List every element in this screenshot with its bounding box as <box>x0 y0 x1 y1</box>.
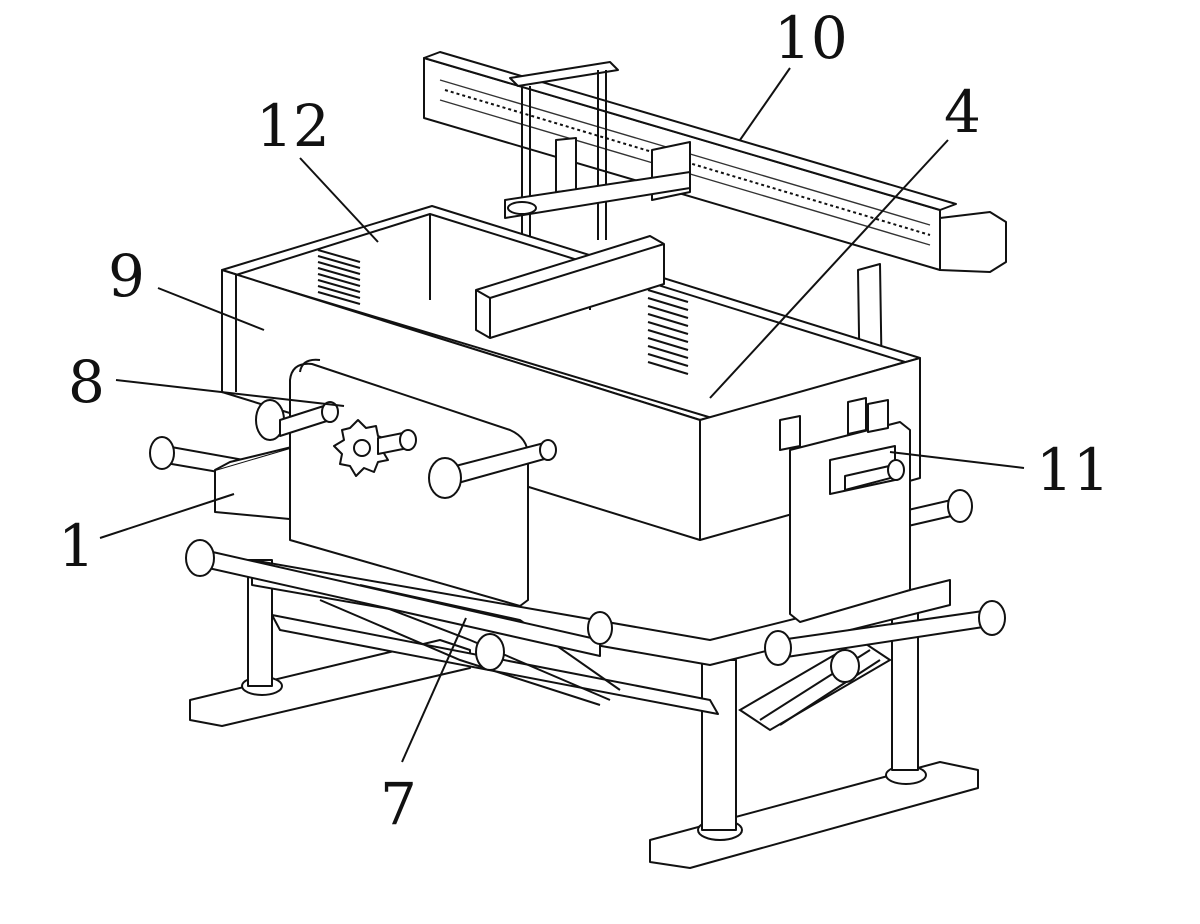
callout-10: 10 <box>774 4 848 72</box>
callout-9: 9 <box>108 242 145 310</box>
callout-1: 1 <box>58 512 95 580</box>
callout-8: 8 <box>68 348 105 416</box>
callout-12: 12 <box>256 92 330 160</box>
callout-7: 7 <box>380 770 417 838</box>
leader-1 <box>100 494 234 538</box>
leader-12 <box>300 158 378 242</box>
callout-11: 11 <box>1036 436 1110 504</box>
leader-10 <box>740 68 790 140</box>
callout-4: 4 <box>944 78 981 146</box>
